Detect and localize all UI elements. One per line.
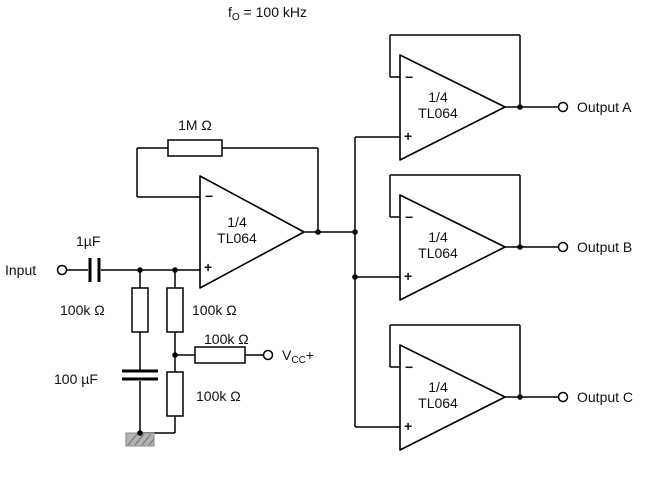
buffer-a-part: TL064	[418, 105, 458, 121]
buffer-a-fraction: 1/4	[428, 89, 448, 105]
vcc-resistor-label: 100k Ω	[204, 331, 249, 347]
buffer-a-label: 1/4 TL064	[406, 89, 470, 121]
feedback-resistor-body	[167, 139, 223, 157]
main-opamp-part: TL064	[217, 230, 257, 246]
buffer-c-label: 1/4 TL064	[406, 379, 470, 411]
wires	[67, 34, 558, 434]
vcc-sub: CC	[291, 355, 306, 366]
buffer-c-fraction: 1/4	[428, 379, 448, 395]
vcc-label: VCC+	[282, 347, 314, 369]
ground-capacitor	[122, 369, 158, 381]
main-opamp-fraction: 1/4	[227, 214, 247, 230]
buffer-c-part: TL064	[418, 395, 458, 411]
title-rest: = 100 kHz	[239, 4, 307, 20]
buffer-a-plus: +	[404, 128, 413, 144]
output-a-label: Output A	[577, 99, 632, 115]
buffer-c-minus: −	[405, 359, 414, 375]
vcc-terminal	[262, 349, 274, 361]
output-c-label: Output C	[577, 389, 634, 405]
title: fO = 100 kHz	[228, 4, 307, 26]
input-label: Input	[5, 262, 37, 278]
vcc-plus: +	[305, 347, 314, 363]
vcc-100k-body	[194, 346, 246, 364]
low-resistor-label: 100k Ω	[196, 388, 241, 404]
main-opamp-label: 1/4 TL064	[206, 214, 268, 246]
left-resistor-label: 100k Ω	[60, 302, 105, 318]
input-terminal	[56, 264, 68, 276]
buffer-b-label: 1/4 TL064	[406, 229, 470, 261]
buffer-a-triangle	[399, 54, 506, 161]
buffer-b-part: TL064	[418, 245, 458, 261]
output-b-terminal	[557, 241, 569, 253]
buffer-c-triangle	[399, 344, 506, 451]
buffer-c-plus: +	[404, 418, 413, 434]
main-opamp-plus: +	[204, 259, 213, 275]
input-cap-label: 1µF	[76, 233, 101, 249]
mid-100k-body	[166, 287, 184, 333]
vcc-base: V	[282, 347, 292, 363]
input-capacitor	[88, 258, 101, 282]
mid-resistor-label: 100k Ω	[192, 302, 237, 318]
left-100k-body	[131, 287, 149, 333]
ground-cap-label: 100 µF	[54, 371, 98, 387]
output-b-label: Output B	[577, 239, 633, 255]
buffer-b-minus: −	[405, 209, 414, 225]
feedback-resistor-label: 1M Ω	[178, 117, 212, 133]
title-base: f	[228, 4, 232, 20]
main-opamp-triangle	[199, 175, 305, 289]
resistors	[131, 139, 246, 417]
ground-symbol	[125, 432, 155, 447]
buffer-b-fraction: 1/4	[428, 229, 448, 245]
opamps	[199, 54, 506, 451]
main-opamp-minus: −	[205, 188, 214, 204]
output-a-terminal	[557, 101, 569, 113]
title-sub: O	[231, 12, 240, 23]
output-c-terminal	[557, 391, 569, 403]
buffer-b-plus: +	[404, 268, 413, 284]
terminals	[56, 101, 569, 403]
low-100k-body	[166, 371, 184, 417]
buffer-a-minus: −	[405, 69, 414, 85]
buffer-b-triangle	[399, 194, 506, 301]
junction-dots	[137, 104, 523, 436]
